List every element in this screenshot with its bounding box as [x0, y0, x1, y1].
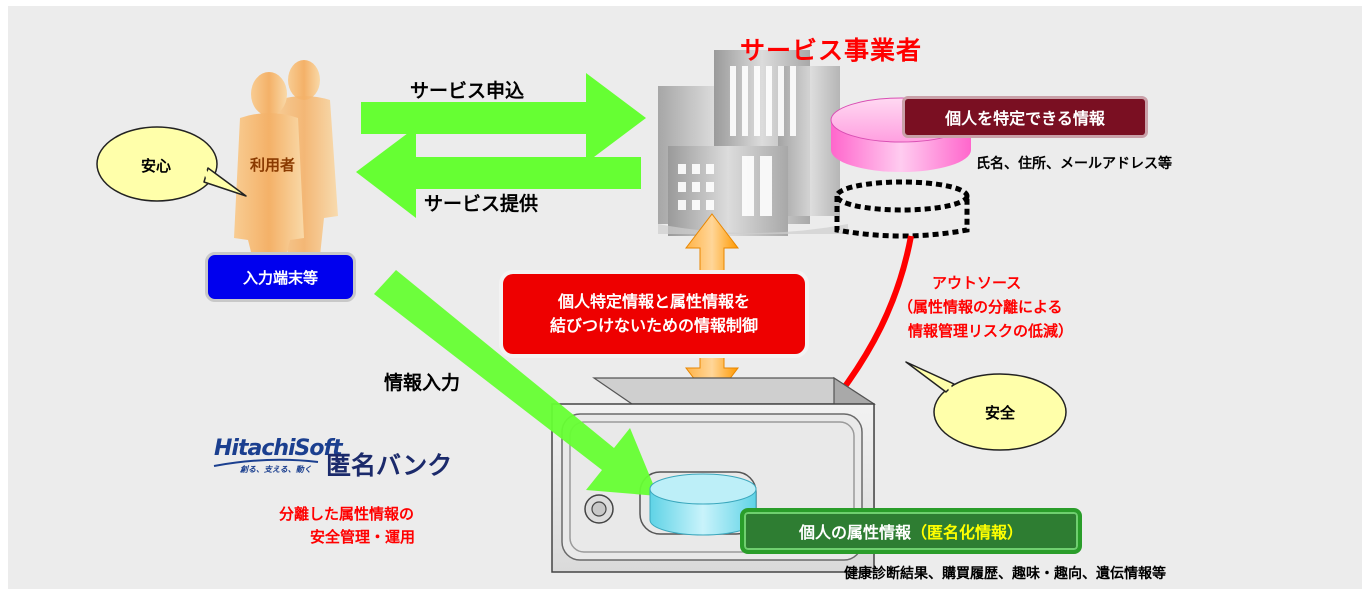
relief-bubble-label: 安心 — [141, 157, 172, 175]
bank-name: 匿名バンク — [326, 451, 453, 480]
outsource-title: アウトソース — [932, 274, 1022, 292]
info-control-line2: 結びつけないための情報制御 — [549, 316, 758, 335]
info-control-box: 個人特定情報と属性情報を 結びつけないための情報制御 — [499, 270, 809, 358]
service-apply-arrow — [361, 73, 646, 163]
user-icon — [234, 60, 338, 256]
building-icon — [658, 50, 848, 236]
input-device-box: 入力端末等 — [205, 252, 356, 302]
attribute-info-box: 個人の属性情報（匿名化情報） — [740, 508, 1082, 554]
outsource-line2: （属性情報の分離による — [898, 298, 1063, 316]
relief-bubble — [96, 126, 247, 202]
logo-swoosh — [213, 458, 319, 467]
safety-bubble-label: 安全 — [985, 404, 1016, 422]
hitachisoft-tagline: 創る、支える、動く — [240, 465, 312, 474]
personal-id-label: 個人を特定できる情報 — [945, 109, 1105, 128]
personal-id-box: 個人を特定できる情報 — [902, 96, 1148, 138]
info-input-arrow — [374, 270, 658, 496]
outsource-line3: 情報管理リスクの低減） — [908, 322, 1074, 340]
diagram-graphics — [96, 50, 1067, 573]
attribute-examples: 健康診断結果、購買履歴、趣味・趣向、遺伝情報等 — [844, 566, 1166, 582]
bank-desc-line1: 分離した属性情報の — [279, 505, 415, 523]
info-input-label: 情報入力 — [384, 372, 461, 394]
input-device-label: 入力端末等 — [242, 268, 318, 287]
service-provide-label: サービス提供 — [424, 193, 539, 215]
service-provide-arrow — [356, 127, 641, 218]
safety-bubble — [905, 361, 1067, 451]
provider-title: サービス事業者 — [740, 36, 923, 65]
anonymized-label: （匿名化情報） — [911, 523, 1024, 542]
user-label: 利用者 — [250, 156, 296, 174]
diagram-canvas: サービス事業者 サービス申込 サービス提供 利用者 安心 入力端末等 情報入力 … — [8, 6, 1362, 589]
attribute-info-label: 個人の属性情報 — [798, 523, 911, 542]
info-control-line1: 個人特定情報と属性情報を — [557, 292, 750, 311]
personal-id-examples: 氏名、住所、メールアドレス等 — [976, 156, 1172, 172]
service-apply-label: サービス申込 — [410, 80, 525, 102]
hitachisoft-logo: HitachiSoft — [214, 436, 343, 461]
bank-desc-line2: 安全管理・運用 — [310, 528, 416, 546]
removed-data-outline — [834, 179, 970, 239]
